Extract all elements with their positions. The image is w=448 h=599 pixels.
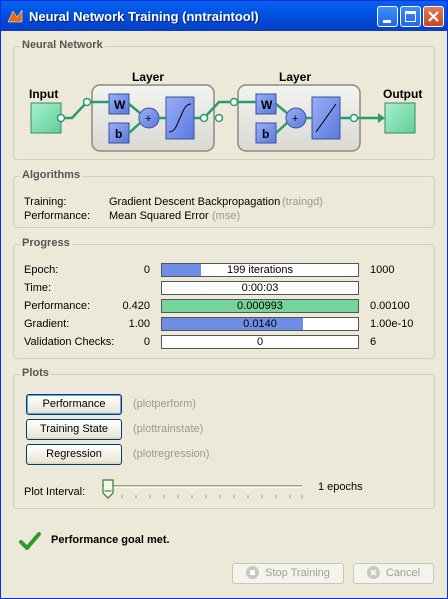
- progress-start: 0: [143, 336, 150, 348]
- layer-1-box: [91, 84, 215, 152]
- close-button[interactable]: [423, 6, 444, 27]
- window-title: Neural Network Training (nntraintool): [29, 8, 259, 24]
- algorithms-legend: Algorithms: [20, 169, 83, 181]
- performance-value: Mean Squared Error: [109, 210, 209, 222]
- plotregression-code: (plotregression): [133, 448, 210, 460]
- neural-network-legend: Neural Network: [20, 39, 105, 51]
- cancel-icon: [366, 565, 380, 579]
- progress-end: 6: [370, 336, 377, 348]
- plot-interval-value: 1 epochs: [318, 481, 363, 493]
- neural-network-group: Neural Network: [13, 39, 435, 160]
- layer-2-label: Layer: [279, 70, 311, 84]
- performance-code: (mse): [212, 210, 241, 222]
- progress-label: Gradient:: [24, 318, 70, 330]
- progress-bar: 0:00:03: [161, 281, 359, 295]
- training-state-plot-button[interactable]: Training State: [26, 419, 122, 440]
- weight-1-label: W: [114, 98, 126, 112]
- close-icon: [428, 11, 439, 22]
- progress-label: Time:: [24, 282, 52, 294]
- progress-fill: [162, 300, 358, 312]
- progress-value: 0:00:03: [241, 282, 279, 294]
- progress-value: 199 iterations: [226, 264, 294, 276]
- progress-fill: [162, 264, 202, 276]
- progress-bar: 0: [161, 335, 359, 349]
- training-value: Gradient Descent Backpropagation: [109, 196, 281, 208]
- slider-thumb[interactable]: [102, 479, 115, 500]
- input-node: [30, 102, 62, 134]
- progress-start: 0: [143, 264, 150, 276]
- plots-group: Plots Performance (plotperform) Training…: [13, 367, 435, 509]
- progress-end: 0.00100: [370, 300, 410, 312]
- maximize-icon: [405, 11, 416, 22]
- layer-1-label: Layer: [132, 70, 164, 84]
- title-bar[interactable]: Neural Network Training (nntraintool): [1, 1, 447, 31]
- plots-legend: Plots: [20, 367, 51, 379]
- progress-start: 1.00: [128, 318, 150, 330]
- sum-2-label: +: [292, 113, 298, 125]
- connection-dots: [56, 97, 359, 123]
- output-node: [384, 102, 416, 134]
- bias-2-label: b: [262, 127, 269, 141]
- sum-1-label: +: [145, 113, 151, 125]
- regression-plot-button[interactable]: Regression: [26, 444, 122, 465]
- progress-bar: 0.0140: [161, 317, 359, 331]
- output-arrow-icon: [378, 113, 385, 123]
- output-label: Output: [383, 87, 422, 101]
- plot-interval-label: Plot Interval:: [24, 486, 86, 498]
- cancel-label: Cancel: [385, 567, 421, 579]
- training-label: Training:: [24, 196, 67, 208]
- weight-2-label: W: [261, 98, 273, 112]
- progress-fill: [162, 318, 304, 330]
- stop-training-label: Stop Training: [265, 567, 330, 579]
- progress-value: 0.000993: [237, 300, 283, 312]
- maximize-button[interactable]: [400, 6, 421, 27]
- input-label: Input: [29, 87, 58, 101]
- progress-label: Validation Checks:: [24, 336, 115, 348]
- stop-icon: [246, 565, 260, 579]
- checkmark-icon: [19, 532, 41, 550]
- plotperform-code: (plotperform): [133, 398, 196, 410]
- matlab-icon: [7, 8, 23, 24]
- performance-plot-button[interactable]: Performance: [26, 394, 122, 415]
- stop-training-button[interactable]: Stop Training: [232, 563, 344, 584]
- plottrainstate-code: (plottrainstate): [133, 423, 204, 435]
- plot-interval-slider[interactable]: [102, 479, 306, 503]
- progress-bar: 0.000993: [161, 299, 359, 313]
- progress-legend: Progress: [20, 237, 72, 249]
- progress-value: 0: [256, 336, 264, 348]
- slider-track: [102, 485, 302, 488]
- training-code: (traingd): [282, 196, 323, 208]
- progress-label: Epoch:: [24, 264, 59, 276]
- progress-start: 0.420: [122, 300, 150, 312]
- progress-bar: 199 iterations: [161, 263, 359, 277]
- slider-ticks: [107, 495, 303, 499]
- cancel-button[interactable]: Cancel: [353, 563, 434, 584]
- progress-value: 0.0140: [243, 318, 277, 330]
- minimize-icon: [383, 20, 391, 23]
- status-message: Performance goal met.: [51, 534, 170, 546]
- minimize-button[interactable]: [377, 6, 398, 27]
- progress-end: 1.00e-10: [370, 318, 414, 330]
- progress-end: 1000: [370, 264, 395, 276]
- bias-1-label: b: [115, 127, 122, 141]
- algorithms-group: Algorithms Training: Gradient Descent Ba…: [13, 169, 435, 228]
- performance-label: Performance:: [24, 210, 91, 222]
- network-diagram: Input Output Layer Layer W b + W b +: [29, 70, 422, 152]
- progress-label: Performance:: [24, 300, 91, 312]
